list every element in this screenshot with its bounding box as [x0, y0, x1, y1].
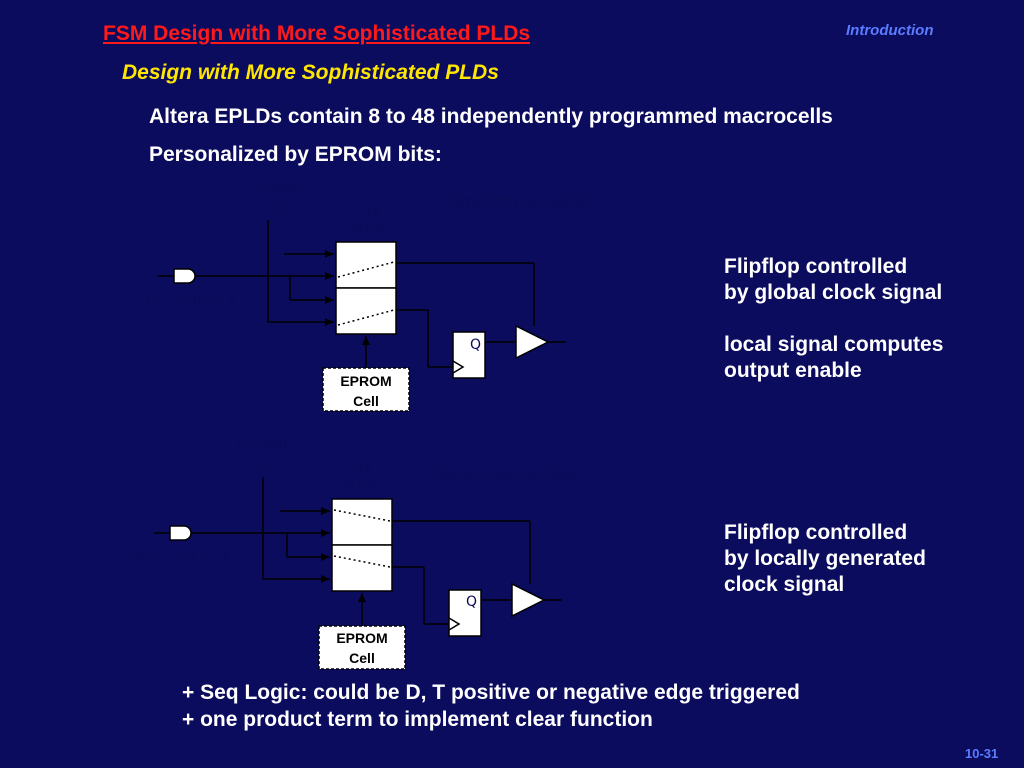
sync-ff-q: Q	[470, 337, 482, 353]
sync-eprom-label-2: Cell	[353, 393, 379, 409]
async-input-pin-icon	[169, 525, 192, 541]
section-label: Introduction	[846, 22, 934, 39]
bullet-2: Personalized by EPROM bits:	[149, 143, 442, 166]
bullet-1: Altera EPLDs contain 8 to 48 independent…	[149, 105, 833, 128]
async-eprom-label-1: EPROM	[336, 630, 387, 646]
sync-note-line-1: Flipflop controlled	[724, 255, 908, 278]
sync-mux-bottom	[335, 287, 397, 335]
async-mux-label-1: Clk	[349, 460, 374, 476]
async-global-clk-label-2: CLK	[248, 458, 278, 474]
sync-global-clk-label-1: Global	[249, 179, 300, 195]
sync-note-2: local signal computes output enable	[724, 332, 943, 384]
sync-mode-label: Synchronous Mode	[446, 191, 592, 210]
sync-diagram: Global CLK Clk MUX Synchronous Mode 1 OE…	[134, 179, 592, 412]
footer-line-1: + Seq Logic: could be D, T positive or n…	[182, 681, 800, 704]
slide-title: FSM Design with More Sophisticated PLDs	[103, 22, 531, 45]
sync-input-1: 1	[283, 239, 293, 255]
page-number: 10-31	[965, 746, 999, 761]
async-mux-top	[331, 498, 393, 546]
sync-output-buffer-icon	[515, 324, 550, 360]
sync-note2-line-1: local signal computes	[724, 333, 944, 356]
async-output-buffer-icon	[511, 582, 546, 618]
async-mux-label-2: MUX	[344, 479, 379, 495]
async-flipflop	[448, 589, 482, 637]
sync-note-line-2: by global clock signal	[724, 281, 943, 304]
sync-eprom-cell	[322, 367, 410, 412]
async-mode-label: Asynchronous Mode	[428, 464, 583, 483]
async-note-line-1: Flipflop controlled	[724, 521, 908, 544]
async-global-clk-label-1: Global	[238, 437, 289, 453]
async-note-line-2: by locally generated	[724, 547, 926, 570]
sync-mux-label-1: Clk	[357, 203, 382, 219]
async-diagram: Global CLK Clk MUX Asynchronous Mode 1 O…	[128, 437, 583, 670]
sync-input-pin-icon	[173, 268, 196, 284]
sync-note: Flipflop controlled by global clock sign…	[724, 254, 942, 306]
async-oe-label: OE/Local CLK	[128, 551, 232, 567]
async-note: Flipflop controlled by locally generated…	[724, 520, 926, 598]
async-ff-q: Q	[466, 594, 478, 610]
sync-eprom-label-1: EPROM	[340, 373, 391, 389]
sync-mux-label-2: MUX	[352, 222, 387, 238]
sync-note2-line-2: output enable	[724, 359, 862, 382]
sync-mux-top	[335, 241, 397, 289]
footer-bullets: + Seq Logic: could be D, T positive or n…	[182, 679, 800, 733]
slide-subtitle: Design with More Sophisticated PLDs	[122, 61, 499, 84]
async-eprom-cell	[318, 625, 406, 670]
footer-line-2: + one product term to implement clear fu…	[182, 708, 653, 731]
async-input-1: 1	[278, 496, 288, 512]
async-mux-bottom	[331, 544, 393, 592]
async-eprom-label-2: Cell	[349, 650, 375, 666]
sync-oe-label: OE/Local CLK	[134, 294, 238, 310]
sync-global-clk-label-2: CLK	[259, 200, 289, 216]
async-note-line-3: clock signal	[724, 573, 845, 596]
